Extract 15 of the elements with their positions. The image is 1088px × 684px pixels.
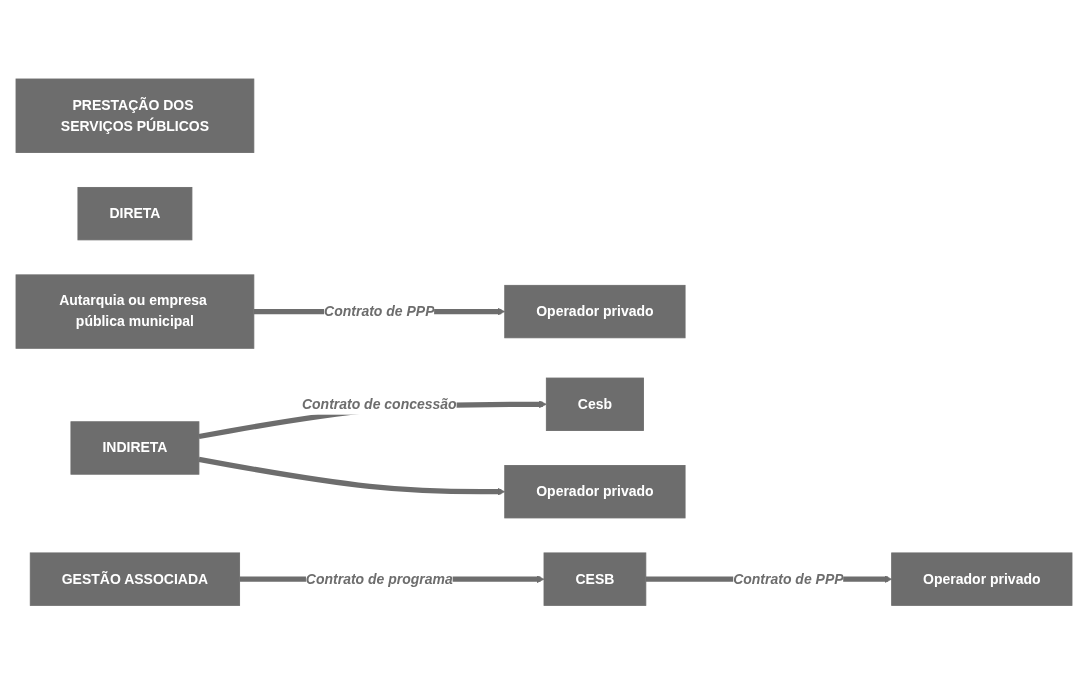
node-box: CESB — [543, 552, 647, 606]
edge-label: Contrato de programa — [305, 571, 453, 586]
edge-label: Contrato de PPP — [324, 303, 435, 319]
node-box: Operador privado — [504, 464, 686, 519]
node-box: GESTÃO ASSOCIADA — [29, 552, 241, 606]
edge-label: Contrato de concessão — [301, 396, 457, 412]
node-box: Cesb — [545, 377, 644, 431]
edge-label: Contrato de PPP — [733, 571, 844, 586]
node-box: DIRETA — [77, 186, 193, 241]
node-box: PRESTAÇÃO DOS SERVIÇOS PÚBLICOS — [15, 78, 255, 153]
node-box: Operador privado — [504, 284, 686, 339]
node-box: Autarquia ou empresa pública municipal — [15, 274, 255, 349]
node-box: INDIRETA — [70, 421, 200, 475]
node-box: Operador privado — [891, 552, 1073, 606]
arrow — [198, 456, 506, 496]
